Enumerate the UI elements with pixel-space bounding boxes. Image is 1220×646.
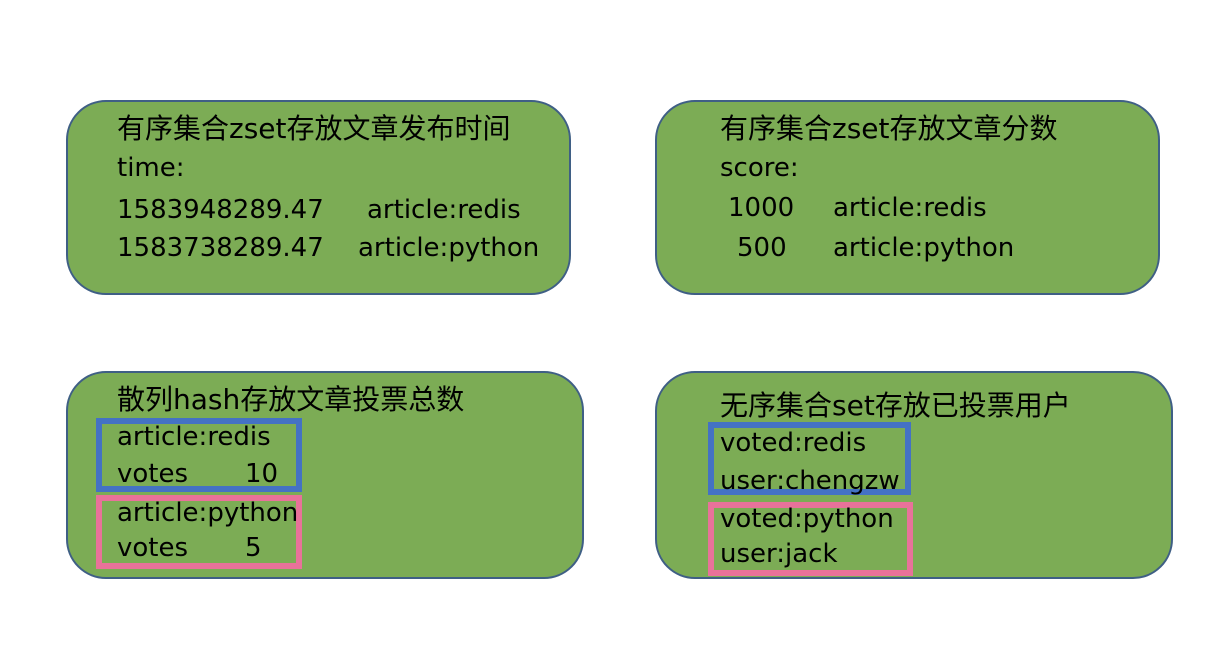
zset-time-panel	[66, 100, 571, 295]
hash-value-redis: 10	[245, 459, 279, 489]
set-voted-panel	[655, 371, 1173, 579]
zset-time-score-1: 1583948289.47	[117, 195, 324, 225]
set-key-redis: voted:redis	[720, 428, 867, 458]
hash-votes-panel	[66, 371, 584, 579]
redis-highlight-frame	[96, 418, 302, 492]
set-key-python: voted:python	[720, 504, 894, 534]
hash-field-python: votes	[117, 533, 189, 563]
zset-score-value-1: 1000	[728, 193, 795, 223]
redis-voted-highlight-frame	[708, 422, 911, 495]
hash-votes-title: 散列hash存放文章投票总数	[117, 383, 465, 416]
zset-score-member-1: article:redis	[833, 193, 987, 223]
zset-score-label: score:	[720, 153, 799, 183]
zset-score-member-2: article:python	[833, 233, 1015, 263]
python-voted-highlight-frame	[708, 502, 913, 576]
set-voted-title: 无序集合set存放已投票用户	[720, 389, 1071, 422]
zset-score-panel	[655, 100, 1160, 295]
hash-key-python: article:python	[117, 498, 299, 528]
hash-field-redis: votes	[117, 459, 189, 489]
zset-score-value-2: 500	[737, 233, 787, 263]
hash-key-redis: article:redis	[117, 422, 271, 452]
set-member-redis: user:chengzw	[720, 466, 900, 496]
zset-time-title: 有序集合zset存放文章发布时间	[117, 112, 511, 145]
zset-time-label: time:	[117, 153, 185, 183]
zset-time-member-1: article:redis	[367, 195, 521, 225]
zset-score-title: 有序集合zset存放文章分数	[720, 112, 1058, 145]
set-member-python: user:jack	[720, 539, 838, 569]
zset-time-member-2: article:python	[358, 233, 540, 263]
python-highlight-frame	[96, 495, 302, 569]
hash-value-python: 5	[245, 533, 262, 563]
zset-time-score-2: 1583738289.47	[117, 233, 324, 263]
